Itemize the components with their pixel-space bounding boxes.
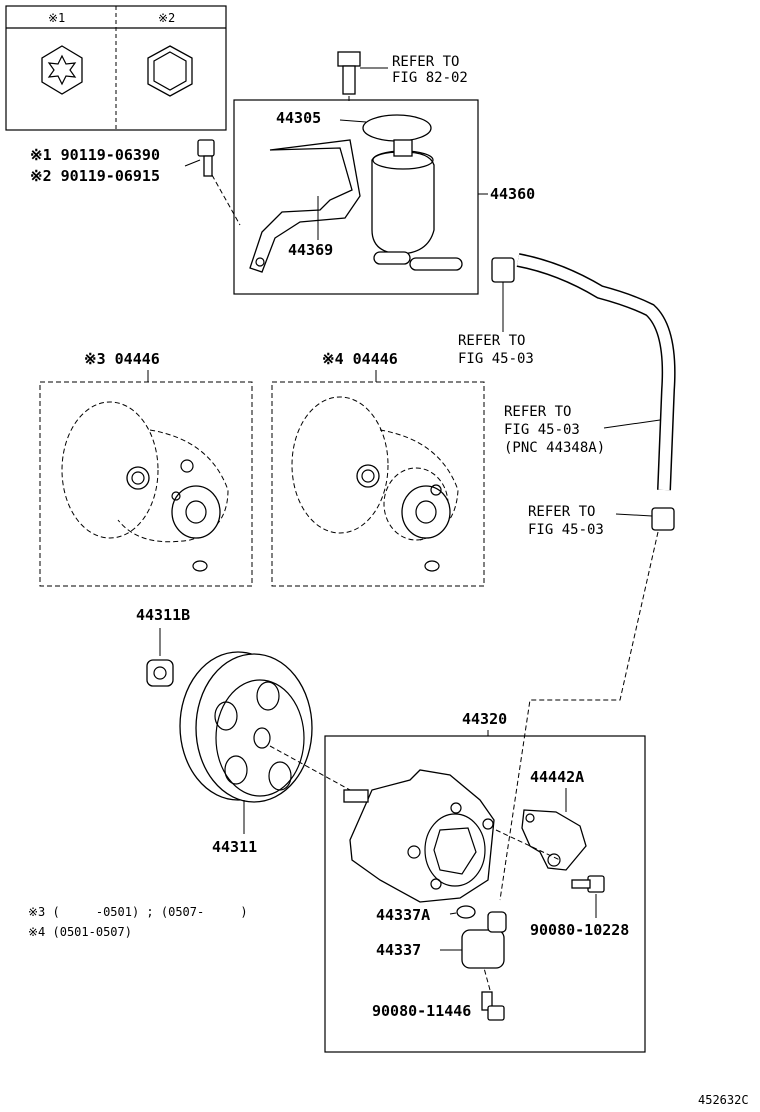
refer-45-03-a-line2: FIG 45-03 [458,351,534,367]
reservoir-assy-number: 44360 [490,185,535,203]
drawing-id: 452632C [698,1093,749,1107]
pulley-nut-icon [146,659,174,687]
cap-part-number: 44305 [276,109,321,127]
refer-45-03-a-line1: REFER TO [458,333,525,349]
kit-3-box [39,381,253,587]
refer-45-03-b-line2: FIG 45-03 [504,422,580,438]
hose-clamp-lower [651,507,675,531]
bracket-44442a [521,809,587,871]
kit-4-box [271,381,485,587]
legend-col1: ※1 [48,11,65,25]
kit-3-label: ※3 04446 [84,350,160,368]
pulley-number: 44311 [212,838,257,856]
oring-icon [456,905,476,919]
refer-45-03-b-line3: (PNC 44348A) [504,440,605,456]
torx-head-icon [41,45,83,95]
flow-valve-icon [461,911,507,969]
legend-box: ※1 ※2 [5,5,227,131]
valve-number: 44337 [376,941,421,959]
bolt-a-icon [571,875,605,893]
pump-assy-box [324,735,646,1053]
refer-45-03-c-line2: FIG 45-03 [528,522,604,538]
bolt-b-icon [481,991,505,1021]
bolt-a-number: 90080-10228 [530,921,629,939]
bolt-b-number: 90080-11446 [372,1002,471,1020]
return-hose [491,253,676,531]
note-4: ※4 (0501-0507) [28,925,132,939]
note-3: ※3 ( -0501) ; (0507- ) [28,905,248,919]
reservoir-group: 44305 44369 [233,99,479,295]
pump-body [349,769,495,903]
bolt-code-1: ※1 90119-06390 [30,146,160,164]
reservoir-body [371,151,435,255]
refer-82-02-line1: REFER TO [392,54,459,70]
reservoir-bolt-icon [197,139,215,177]
hex-head-icon [147,45,193,97]
hose-clamp-upper [491,257,515,283]
pulley-icon [179,651,313,803]
legend-col2: ※2 [158,11,175,25]
bracket-part-number: 44369 [288,241,333,259]
bracket-a-number: 44442A [530,768,584,786]
reservoir-bracket [249,139,361,273]
kit-4-label: ※4 04446 [322,350,398,368]
refer-82-02-line2: FIG 82-02 [392,70,468,86]
bolt-code-2: ※2 90119-06915 [30,167,160,185]
refer-45-03-b-line1: REFER TO [504,404,571,420]
pulley-nut-number: 44311B [136,606,190,624]
oring-number: 44337A [376,906,430,924]
top-bolt-icon [337,51,361,95]
reservoir-cap [362,114,432,142]
refer-45-03-c-line1: REFER TO [528,504,595,520]
pump-assy-number: 44320 [462,710,507,728]
